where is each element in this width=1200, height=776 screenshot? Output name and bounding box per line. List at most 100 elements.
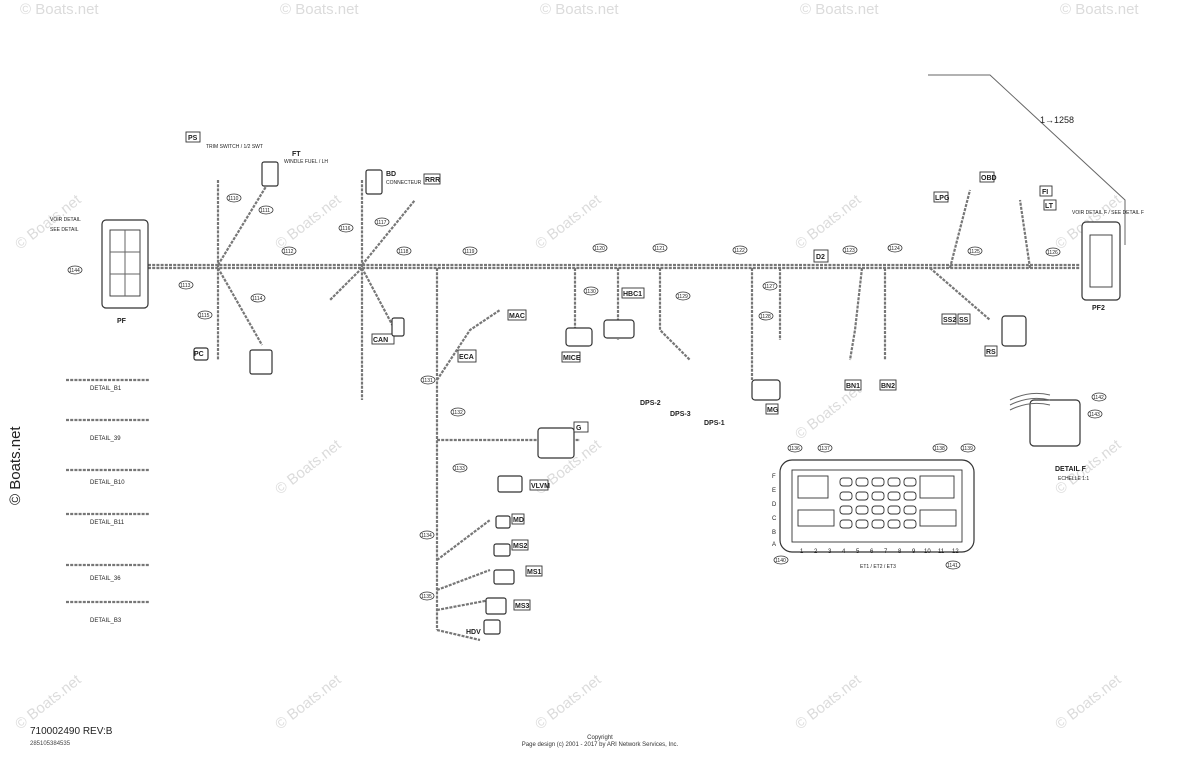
vlvm-label: VLVM <box>531 483 550 490</box>
ms3-label: MS3 <box>515 603 530 610</box>
copyright-text: Page design (c) 2001 - 2017 by ARI Netwo… <box>521 742 679 748</box>
detail-36: DETAIL_36 <box>90 576 121 582</box>
lower-connectors: MD MS2 MS1 MS3 PC <box>193 347 543 615</box>
middle-connectors: MAC HBC1 CAN ECA MICE SS SS2 RS D2 BN1 B… <box>371 249 1027 493</box>
rrr-label: RRR <box>425 177 440 184</box>
svg-text:1110: 1110 <box>228 196 239 202</box>
pf2-label: PF2 <box>1092 305 1105 312</box>
detail-b10: DETAIL_B10 <box>90 480 125 486</box>
detail-f: DETAIL F ECHELLE 1:1 <box>1009 392 1089 482</box>
svg-text:1137: 1137 <box>819 446 830 452</box>
fuse-col-3: 3 <box>828 549 832 555</box>
dps3-label: DPS-3 <box>670 411 691 418</box>
svg-text:1117: 1117 <box>376 220 387 226</box>
ref-callout: 1→1258 <box>1040 115 1074 125</box>
svg-text:1123: 1123 <box>844 248 855 254</box>
fuse-col-9: 9 <box>912 549 916 555</box>
lpg-label: LPG <box>935 195 950 202</box>
svg-text:1136: 1136 <box>789 446 800 452</box>
svg-text:1134: 1134 <box>421 533 432 539</box>
svg-text:© Boats.net: © Boats.net <box>792 191 865 253</box>
watermark-layer: © Boats.net © Boats.net © Boats.net © Bo… <box>7 1 1139 733</box>
svg-text:1139: 1139 <box>962 446 973 452</box>
svg-text:© Boats.net: © Boats.net <box>280 1 359 18</box>
fuse-col-8: 8 <box>898 549 902 555</box>
detail-f-label: DETAIL F <box>1055 466 1087 473</box>
fuse-col-4: 4 <box>842 549 846 555</box>
svg-text:1121: 1121 <box>654 246 665 252</box>
fuse-box: F E D C B A 1 2 3 4 5 6 7 8 9 10 11 12 E… <box>772 459 975 570</box>
svg-text:© Boats.net: © Boats.net <box>792 671 865 733</box>
branch-lines <box>216 179 1032 642</box>
document-number: 710002490 REV:B <box>30 726 113 737</box>
svg-text:1118: 1118 <box>398 249 409 255</box>
ss2-label: SS2 <box>943 317 956 324</box>
d2-label: D2 <box>816 254 825 261</box>
fuse-row-a: A <box>772 542 776 548</box>
fuse-col-10: 10 <box>924 549 931 555</box>
obd-label: OBD <box>981 175 997 182</box>
detail-callouts: DETAIL_B1 DETAIL_39 DETAIL_B10 DETAIL_B1… <box>66 378 150 624</box>
svg-text:1111: 1111 <box>260 208 270 214</box>
svg-text:© Boats.net: © Boats.net <box>540 1 619 18</box>
svg-text:© Boats.net: © Boats.net <box>532 671 605 733</box>
svg-text:TRIM SWITCH / 1/2 SWT: TRIM SWITCH / 1/2 SWT <box>206 144 263 150</box>
fuse-grid <box>797 475 957 529</box>
mac-label: MAC <box>509 313 525 320</box>
mg-label: MG <box>767 407 779 414</box>
svg-text:G: G <box>576 425 582 432</box>
svg-text:1119: 1119 <box>464 249 475 255</box>
svg-text:1138: 1138 <box>934 446 945 452</box>
document-sub-number: 285105384535 <box>30 741 71 747</box>
svg-text:1127: 1127 <box>764 284 775 290</box>
fuse-row-b: B <box>772 530 776 536</box>
ms2-label: MS2 <box>513 543 528 550</box>
dps1-label: DPS-1 <box>704 420 725 427</box>
svg-text:© Boats.net: © Boats.net <box>1052 671 1125 733</box>
fuse-col-2: 2 <box>814 549 818 555</box>
svg-text:1125: 1125 <box>969 249 980 255</box>
ps-label: PS <box>188 135 198 142</box>
lt-label: LT <box>1045 203 1054 210</box>
misc-connectors: HDV LT <box>466 199 1057 636</box>
svg-text:1132: 1132 <box>452 410 463 416</box>
svg-text:1115: 1115 <box>199 313 210 319</box>
part-number-bubbles: 1110 1111 1112 1113 1114 1115 1116 1117 … <box>67 193 1107 601</box>
can-label: CAN <box>373 337 388 344</box>
right-connector-block: PF2 VOIR DETAIL F / SEE DETAIL F <box>1072 210 1144 312</box>
svg-text:1141: 1141 <box>947 563 958 569</box>
svg-text:1113: 1113 <box>180 283 191 289</box>
svg-text:1130: 1130 <box>585 289 596 295</box>
svg-text:1133: 1133 <box>454 466 465 472</box>
detail-b3: DETAIL_B3 <box>90 618 122 624</box>
fuse-col-6: 6 <box>870 549 874 555</box>
svg-text:© Boats.net: © Boats.net <box>800 1 879 18</box>
fuse-col-1: 1 <box>800 549 804 555</box>
detail-39: DETAIL_39 <box>90 436 121 442</box>
fuse-row-e: E <box>772 488 776 494</box>
rs-label: RS <box>986 349 996 356</box>
fuse-col-11: 11 <box>938 549 945 555</box>
svg-text:© Boats.net: © Boats.net <box>532 191 605 253</box>
ft-label: FT <box>292 151 301 158</box>
fuse-col-7: 7 <box>884 549 888 555</box>
dps2-label: DPS-2 <box>640 400 661 407</box>
detail-b1: DETAIL_B1 <box>90 386 122 392</box>
svg-text:WINDLE FUEL / LH: WINDLE FUEL / LH <box>284 159 328 165</box>
svg-text:© Boats.net: © Boats.net <box>272 191 345 253</box>
hbc1-label: HBC1 <box>623 291 642 298</box>
svg-text:1124: 1124 <box>889 246 900 252</box>
svg-text:1131: 1131 <box>422 378 433 384</box>
svg-text:© Boats.net: © Boats.net <box>12 671 85 733</box>
svg-text:© Boats.net: © Boats.net <box>272 671 345 733</box>
fi-label: FI <box>1042 189 1048 196</box>
svg-text:1140: 1140 <box>775 558 786 564</box>
fuse-row-c: C <box>772 516 777 522</box>
svg-text:© Boats.net: © Boats.net <box>20 1 99 18</box>
svg-text:1129: 1129 <box>677 294 688 300</box>
svg-text:VOIR DETAIL: VOIR DETAIL <box>50 217 81 223</box>
ms1-label: MS1 <box>527 569 542 576</box>
svg-text:1122: 1122 <box>734 248 745 254</box>
eca-label: ECA <box>459 354 474 361</box>
svg-text:1144: 1144 <box>69 268 80 274</box>
